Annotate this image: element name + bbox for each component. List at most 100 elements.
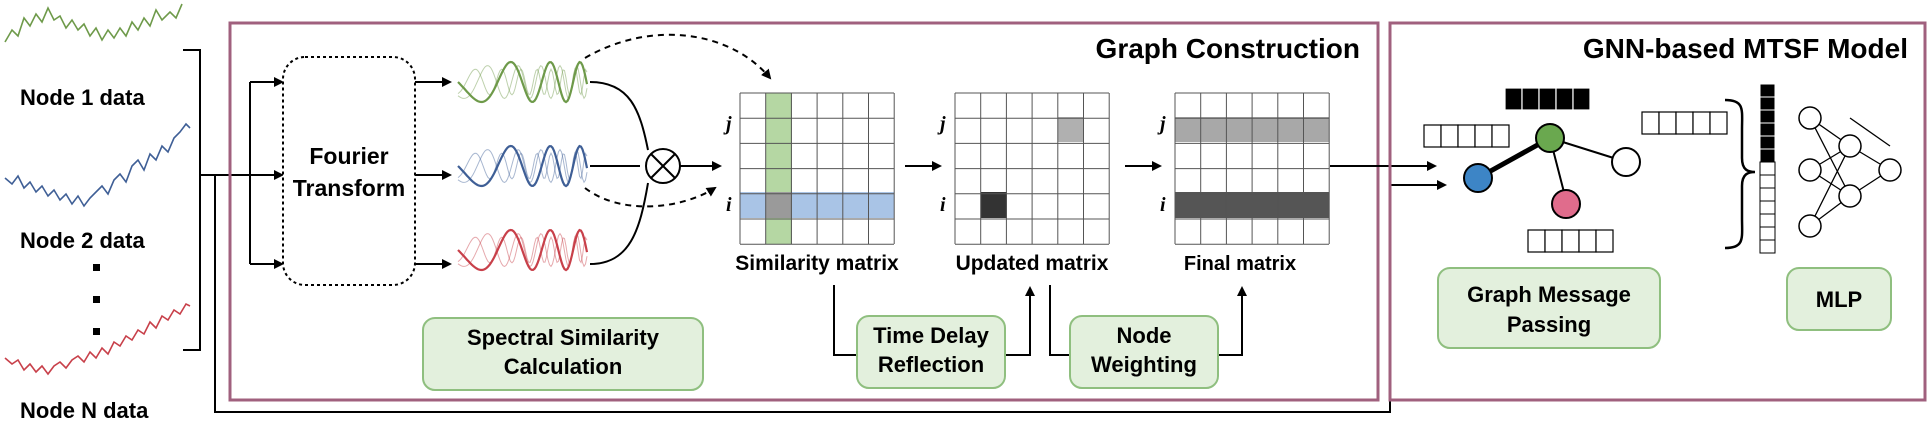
spectrum-wave — [457, 232, 588, 268]
updated-matrix — [954, 92, 1110, 245]
spectrum-wave — [457, 60, 589, 104]
mlp-edge — [1849, 117, 1891, 147]
final-matrix — [1174, 92, 1330, 245]
message-passing-box — [1437, 267, 1661, 349]
gnn-graph — [1463, 123, 1641, 219]
node1-label: Node 1 data — [20, 85, 145, 110]
vector-cell — [1675, 111, 1694, 135]
axis-i-label: i — [940, 194, 946, 216]
vector-cell — [1527, 229, 1546, 253]
vector-cell — [1759, 239, 1776, 254]
graph-construction-title: Graph Construction — [1096, 33, 1360, 64]
vector-cell — [1759, 96, 1776, 111]
spectral-similarity-box — [422, 317, 704, 391]
node-weighting-line2: Weighting — [1091, 352, 1197, 377]
vector-cell — [1759, 187, 1776, 202]
nodeN-series-line — [4, 302, 191, 376]
mlp-neuron — [1838, 134, 1862, 158]
updated-matrix-label: Updated matrix — [956, 252, 1109, 275]
mlp-neuron — [1798, 106, 1822, 130]
mlp-neuron — [1798, 214, 1822, 238]
vector-cell — [1521, 87, 1540, 111]
vector-cell — [1759, 226, 1776, 241]
output-vector — [1759, 83, 1776, 254]
dashed-arrow-green — [584, 33, 772, 80]
similarity-matrix-label: Similarity matrix — [735, 252, 899, 275]
dashed-arrow-blue — [584, 186, 717, 208]
fourier-transform-box — [282, 56, 416, 286]
ellipsis-dot — [93, 264, 100, 271]
curly-brace — [1724, 98, 1756, 250]
spectrum-wave — [457, 67, 588, 96]
vector-cell — [1759, 200, 1776, 215]
spectrum-wave — [457, 144, 589, 188]
graph-construction-frame — [228, 21, 1380, 402]
gnn-model-frame — [1388, 21, 1927, 402]
mlp-neuron — [1838, 184, 1862, 208]
vector-cell — [1759, 174, 1776, 189]
time-delay-line2: Reflection — [878, 352, 984, 377]
node1-series-line — [4, 3, 183, 43]
gnn-model-title: GNN-based MTSF Model — [1583, 33, 1908, 64]
axis-j-label: j — [937, 113, 946, 135]
message-passing-line2: Passing — [1507, 312, 1591, 337]
vector-cell — [1658, 111, 1677, 135]
vector-cell — [1578, 229, 1597, 253]
vector-cell — [1474, 124, 1493, 148]
spectral-label-line2: Calculation — [504, 354, 623, 379]
node2-series-line — [4, 122, 191, 208]
vector-cell — [1759, 148, 1776, 163]
vector-cell — [1709, 111, 1728, 135]
vector-cell — [1572, 87, 1591, 111]
node-weighting-box — [1069, 315, 1219, 389]
vector-cell — [1759, 213, 1776, 228]
vector-cell — [1440, 124, 1459, 148]
input-bracket — [183, 49, 201, 351]
mlp-label: MLP — [1816, 287, 1862, 312]
node2-label: Node 2 data — [20, 228, 145, 253]
vector-cell — [1491, 124, 1510, 148]
vector-cell — [1457, 124, 1476, 148]
input-series: Node 1 data Node 2 data Node N data — [4, 3, 191, 423]
final-matrix-label: Final matrix — [1184, 253, 1296, 275]
vector-cell — [1561, 229, 1580, 253]
frequency-spectra — [457, 60, 589, 272]
axis-i-label: i — [726, 194, 732, 216]
pink-node — [1551, 189, 1581, 219]
ellipsis-dot — [93, 328, 100, 335]
nodeN-label: Node N data — [20, 398, 149, 423]
spectrum-wave — [457, 151, 588, 180]
vector-cell — [1759, 122, 1776, 137]
spectral-label-line1: Spectral Similarity — [467, 325, 660, 350]
mlp-edge — [1809, 117, 1851, 197]
spectrum-wave — [457, 228, 589, 272]
axis-j-label: j — [723, 113, 732, 135]
mlp-neuron — [1878, 158, 1902, 182]
time-delay-line1: Time Delay — [873, 323, 990, 348]
fourier-label-line2: Transform — [293, 175, 405, 201]
vector-cell — [1555, 87, 1574, 111]
mlp-box — [1786, 267, 1892, 331]
mlp-network — [1798, 106, 1902, 238]
vector-cell — [1759, 83, 1776, 98]
fourier-input-arrows — [232, 77, 284, 269]
time-delay-box — [856, 315, 1006, 389]
vector-cell — [1759, 109, 1776, 124]
axis-i-label: i — [1160, 194, 1166, 216]
spectrum-wave — [457, 235, 588, 264]
vector-cell — [1538, 87, 1557, 111]
node-weighting-line1: Node — [1117, 323, 1172, 348]
feature-vectors — [1423, 87, 1728, 253]
similarity-matrix — [739, 92, 895, 245]
bypass-arrow — [214, 175, 1447, 413]
mlp-neuron — [1798, 158, 1822, 182]
vector-cell — [1641, 111, 1660, 135]
fourier-label-line1: Fourier — [309, 143, 388, 169]
vector-cell — [1759, 135, 1776, 150]
spectrum-wave — [457, 148, 588, 184]
blue-node — [1463, 163, 1493, 193]
center-node — [1535, 123, 1565, 153]
spectrum-wave — [457, 64, 588, 100]
vector-cell — [1595, 229, 1614, 253]
